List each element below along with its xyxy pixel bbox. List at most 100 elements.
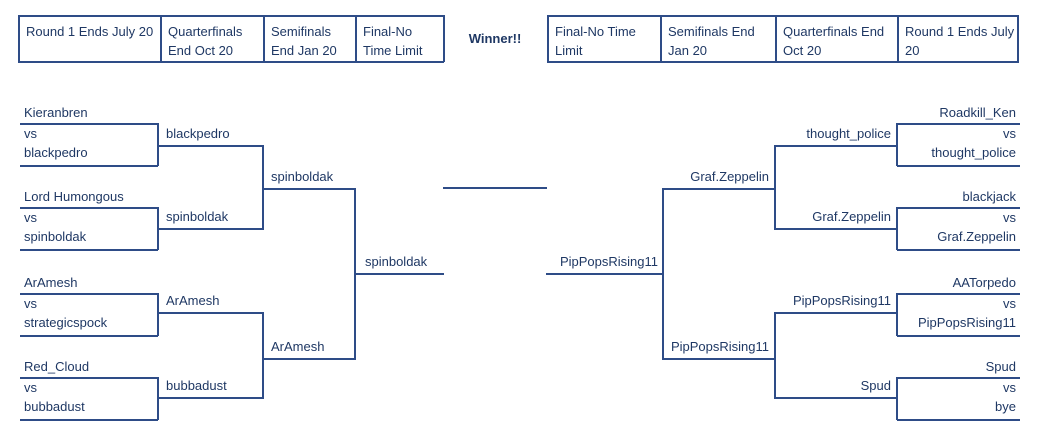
left-finalist: spinboldak (365, 254, 428, 269)
vs-label: vs (24, 210, 37, 225)
right-finalist-line (546, 273, 663, 275)
header-left-table-top-border (18, 15, 443, 17)
left-match-1-player-1: Kieranbren (24, 105, 88, 120)
vs-label: vs (1003, 296, 1016, 311)
left-match-3-player-2: strategicspock (24, 315, 108, 330)
left-match-2-player-2: spinboldak (24, 229, 87, 244)
right-match-4-connector (896, 377, 898, 420)
right-match-2-player-2: Graf.Zeppelin (937, 229, 1016, 244)
left-match-1-connector (157, 123, 159, 166)
header-right-table-top-border (547, 15, 1018, 17)
header-right-round1-label: Round 1 Ends July (905, 24, 1015, 39)
header-right-final-label-line2: Limit (555, 43, 583, 58)
left-sf-winner-2: ArAmesh (271, 339, 325, 354)
right-match-3-bottom-line (897, 335, 1020, 337)
vs-label: vs (1003, 210, 1016, 225)
left-match-4-top-line (20, 377, 158, 379)
header-left-table-divider (263, 15, 265, 62)
vs-label: vs (24, 296, 37, 311)
right-qf-winner-4: Spud (860, 378, 891, 393)
right-qf-winner-3-line (774, 312, 897, 314)
right-match-2-player-1: blackjack (962, 189, 1016, 204)
header-right-table-border (1017, 15, 1019, 62)
header-left-semifinals-label-line2: End Jan 20 (271, 43, 337, 58)
right-qf-winner-2-line (774, 228, 897, 230)
header-right-table-bottom-border (547, 61, 1019, 63)
left-match-4-connector (157, 377, 159, 420)
left-match-1-player-2: blackpedro (24, 145, 88, 160)
right-finalist: PipPopsRising11 (559, 254, 658, 269)
right-qf-winner-2: Graf.Zeppelin (812, 209, 891, 224)
left-match-3-bottom-line (20, 335, 158, 337)
left-sf-winner-2-line (262, 358, 356, 360)
left-qf-winner-4: bubbadust (166, 378, 227, 393)
left-qf-winner-1-line (158, 145, 264, 147)
vs-label: vs (1003, 126, 1016, 141)
header-right-table-border (547, 15, 549, 62)
right-sf-winner-2: PipPopsRising11 (670, 339, 769, 354)
left-qf-winner-2: spinboldak (166, 209, 229, 224)
vs-label: vs (1003, 380, 1016, 395)
header-left-table-border (443, 15, 445, 62)
champion-line (443, 187, 547, 189)
header-right-final-label: Final-No Time (555, 24, 636, 39)
right-qf-winner-1-line (774, 145, 897, 147)
right-qf-winner-1: thought_police (806, 126, 891, 141)
left-match-3-top-line (20, 293, 158, 295)
header-left-table-bottom-border (18, 61, 444, 63)
right-sf-winner-1-line (662, 188, 775, 190)
header-left-quarterfinals-label-line2: End Oct 20 (168, 43, 234, 58)
left-match-3-player-1: ArAmesh (24, 275, 78, 290)
right-match-1-player-1: Roadkill_Ken (939, 105, 1016, 120)
right-match-3-player-1: AATorpedo (952, 275, 1016, 290)
right-match-3-player-2: PipPopsRising11 (917, 315, 1016, 330)
left-qf-winner-3-line (158, 312, 264, 314)
left-match-1-bottom-line (20, 165, 158, 167)
header-left-table-border (18, 15, 20, 62)
header-right-table-divider (775, 15, 777, 62)
header-left-quarterfinals-label: Quarterfinals (168, 24, 243, 39)
left-sf-winner-1-line (262, 188, 356, 190)
header-right-table-divider (897, 15, 899, 62)
right-match-4-bottom-line (897, 419, 1020, 421)
left-match-4-player-1: Red_Cloud (24, 359, 90, 374)
right-qf-winner-4-line (774, 397, 897, 399)
left-semifinal-connector-bottom (262, 312, 264, 398)
right-match-4-player-1: Spud (985, 359, 1016, 374)
header-right-semifinals-label: Semifinals End (668, 24, 755, 39)
right-semifinal-connector-top (774, 145, 776, 229)
header-left-round1-label: Round 1 Ends July 20 (26, 24, 154, 39)
left-semifinal-connector-top (262, 145, 264, 229)
right-match-1-top-line (897, 123, 1020, 125)
left-sf-winner-1: spinboldak (271, 169, 334, 184)
header-left-semifinals-label: Semifinals (271, 24, 331, 39)
right-match-2-bottom-line (897, 249, 1020, 251)
right-match-2-top-line (897, 207, 1020, 209)
left-qf-winner-1: blackpedro (166, 126, 230, 141)
vs-label: vs (24, 126, 37, 141)
left-match-2-player-1: Lord Humongous (24, 189, 124, 204)
left-match-2-connector (157, 207, 159, 250)
right-final-connector (662, 188, 664, 359)
right-match-1-player-2: thought_police (931, 145, 1016, 160)
right-match-1-bottom-line (897, 165, 1020, 167)
right-match-4-top-line (897, 377, 1020, 379)
header-left-table-divider (160, 15, 162, 62)
header-right-quarterfinals-label: Quarterfinals End (783, 24, 885, 39)
left-finalist-line (354, 273, 444, 275)
header-right-quarterfinals-label-line2: Oct 20 (783, 43, 822, 58)
right-qf-winner-3: PipPopsRising11 (792, 293, 891, 308)
right-semifinal-connector-bottom (774, 312, 776, 398)
header-right-round1-label-line2: 20 (905, 43, 920, 58)
left-qf-winner-4-line (158, 397, 264, 399)
left-match-3-connector (157, 293, 159, 336)
vs-label: vs (24, 380, 37, 395)
right-match-1-connector (896, 123, 898, 166)
left-match-1-top-line (20, 123, 158, 125)
header-left-final-label-line2: Time Limit (363, 43, 423, 58)
winner-label: Winner!! (468, 31, 522, 46)
header-right-semifinals-label-line2: Jan 20 (668, 43, 708, 58)
right-match-3-connector (896, 293, 898, 336)
left-match-2-top-line (20, 207, 158, 209)
